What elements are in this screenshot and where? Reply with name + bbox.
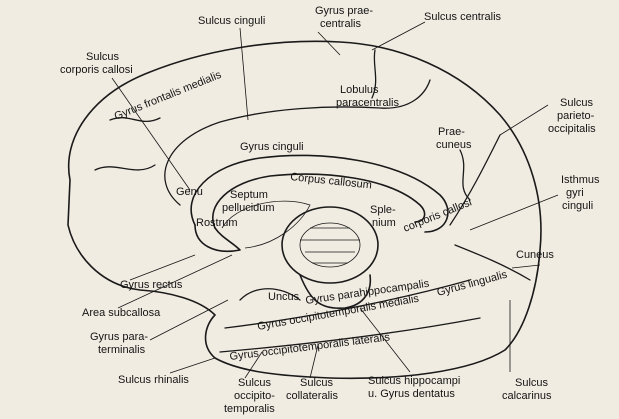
label-uncus: Uncus xyxy=(268,291,300,303)
frontal-sulcus-b xyxy=(94,164,156,171)
corpus-callosum-inner xyxy=(212,173,426,229)
label-sulcus-occipitotemporalis-3: temporalis xyxy=(224,403,275,415)
thalamus-inner xyxy=(299,222,361,268)
calcarine-line xyxy=(454,244,531,281)
label-isthmus-gyri-cinguli-3: cinguli xyxy=(562,200,593,212)
septum-outline xyxy=(221,200,311,249)
label-area-subcallosa: Area subcallosa xyxy=(82,307,161,319)
label-sulcus-corporis-callosi-2: corporis callosi xyxy=(60,64,133,76)
label-lobulus-paracentralis: Lobulus xyxy=(340,84,379,96)
central-sulcus-line xyxy=(371,49,377,99)
label-sulcus-parieto-occipitalis-2: parieto- xyxy=(557,110,595,122)
leader-lines xyxy=(111,21,559,379)
label-gyrus-frontalis-medialis: Gyrus frontalis medialis xyxy=(113,69,224,123)
label-gyrus-cinguli: Gyrus cinguli xyxy=(240,141,304,153)
label-splenium-2: nium xyxy=(372,217,396,229)
label-septum-pellucidum-2: pellucidum xyxy=(222,202,275,214)
label-gyrus-paraterminalis: Gyrus para- xyxy=(90,331,148,343)
corpus-callosum-outer xyxy=(190,154,449,233)
label-praecuneus: Prae- xyxy=(438,126,465,138)
label-lobulus-paracentralis-2: paracentralis xyxy=(336,97,399,109)
collateral-line xyxy=(224,279,471,329)
label-rostrum: Rostrum xyxy=(196,217,238,229)
rostrum-curl xyxy=(194,224,241,252)
label-sulcus-collateralis: Sulcus xyxy=(300,377,334,389)
cortex-outline xyxy=(67,40,542,380)
label-gyrus-paraterminalis-2: terminalis xyxy=(98,344,146,356)
brain-drawing xyxy=(67,40,542,380)
label-corpus-callosum: Corpus callosum xyxy=(290,171,373,191)
occipitotemporal-line xyxy=(219,317,481,353)
thalamus-hatch xyxy=(300,227,360,264)
label-gyrus-rectus: Gyrus rectus xyxy=(120,279,183,291)
label-gyrus-praecentralis: Gyrus prae- xyxy=(315,5,373,17)
uncus-curve xyxy=(239,288,301,301)
label-septum-pellucidum: Septum xyxy=(230,189,268,201)
sulcus-cinguli-line xyxy=(164,79,431,206)
label-sulcus-parieto-occipitalis-3: occipitalis xyxy=(548,123,596,135)
parietal-sulcus xyxy=(459,149,471,201)
label-isthmus-gyri-cinguli-2: gyri xyxy=(566,187,584,199)
labels: Gyrus prae- centralis Sulcus cinguli Sul… xyxy=(60,5,600,415)
label-splenium: Sple- xyxy=(370,204,396,216)
parieto-occipital-line xyxy=(449,134,501,226)
thalamus-section xyxy=(281,206,379,284)
label-gyrus-occipitotemporalis-lateralis: Gyrus occipitotemporalis lateralis xyxy=(229,331,391,363)
label-gyrus-praecentralis-2: centralis xyxy=(320,18,361,30)
label-gyrus-lingualis: Gyrus lingualis xyxy=(436,269,509,299)
label-genu: Genu xyxy=(176,186,203,198)
label-sulcus-occipitotemporalis: Sulcus xyxy=(238,377,272,389)
label-sulcus-cinguli: Sulcus cinguli xyxy=(198,15,265,27)
label-sulcus-calcarinus-2: calcarinus xyxy=(502,390,552,402)
label-sulcus-collateralis-2: collateralis xyxy=(286,390,338,402)
label-sulcus-hippocampi-2: u. Gyrus dentatus xyxy=(368,388,455,400)
label-cuneus: Cuneus xyxy=(516,249,554,261)
label-sulcus-corporis-callosi: Sulcus xyxy=(86,51,120,63)
label-sulcus-centralis: Sulcus centralis xyxy=(424,11,502,23)
brainstem-section xyxy=(299,274,372,310)
label-sulcus-parieto-occipitalis: Sulcus xyxy=(560,97,594,109)
label-sulcus-calcarinus: Sulcus xyxy=(515,377,549,389)
frontal-sulcus-a xyxy=(109,117,161,123)
label-praecuneus-2: cuneus xyxy=(436,139,472,151)
label-sulcus-occipitotemporalis-2: occipito- xyxy=(234,390,275,402)
label-sulcus-hippocampi: Sulcus hippocampi xyxy=(368,375,460,387)
label-sulcus-rhinalis: Sulcus rhinalis xyxy=(118,374,189,386)
label-isthmus-gyri-cinguli: Isthmus xyxy=(561,174,600,186)
